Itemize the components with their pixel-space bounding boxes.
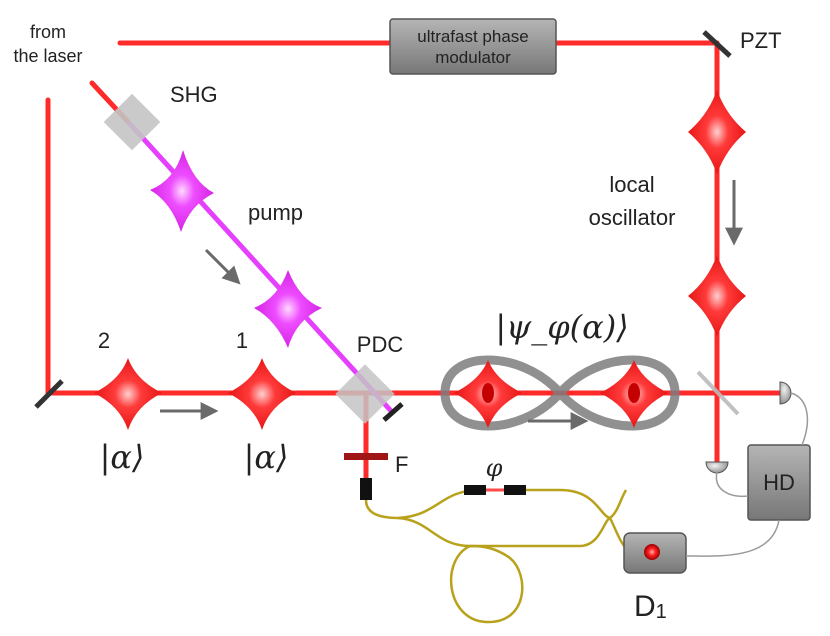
entangled-core-left	[482, 383, 494, 403]
hd-label: HD	[763, 470, 795, 495]
fiber-input	[364, 499, 399, 520]
local-oscillator-label-line1: local	[609, 172, 654, 197]
alpha-state-label-left: |α⟩	[100, 438, 145, 476]
detector-bottom	[705, 461, 729, 474]
lo-pulse-lower	[688, 255, 746, 337]
fiber-output-up	[609, 489, 628, 519]
d1-letter: D	[634, 590, 656, 623]
lo-pulse-upper	[688, 90, 746, 174]
pump-pulses	[150, 150, 322, 348]
phase-block-right	[504, 485, 526, 495]
cable-bottom-detector	[715, 471, 749, 498]
homodyne-detector: HD	[747, 444, 811, 521]
pzt-mirror	[702, 30, 732, 58]
filter	[344, 453, 388, 500]
laser-beams	[45, 40, 788, 488]
detectors	[705, 381, 792, 474]
phase-element	[464, 485, 526, 495]
pump-pulse-upper	[150, 150, 214, 232]
lo-pulses	[688, 90, 746, 337]
phase-phi-label: φ	[486, 454, 503, 482]
local-oscillator-label-line2: oscillator	[589, 205, 676, 230]
filter-plate	[344, 453, 388, 460]
phase-modulator-label-line1: ultrafast phase	[417, 27, 529, 46]
d1-subscript: 1	[656, 601, 667, 623]
input-pulses	[94, 358, 296, 430]
beam-splitter	[696, 370, 740, 416]
filter-label: F	[395, 452, 408, 477]
entangled-core-right	[628, 383, 640, 403]
direction-arrows	[160, 180, 743, 430]
cable-d1	[685, 519, 780, 557]
from-laser-label-line1: from	[30, 22, 66, 42]
pump-label: pump	[248, 200, 303, 225]
phase-block-left	[464, 485, 486, 495]
mirrors	[34, 30, 740, 422]
pdc-dump-mirror	[382, 402, 404, 422]
shg-crystal	[103, 93, 161, 151]
entangled-state	[440, 355, 680, 431]
d1-led	[644, 544, 660, 560]
bottom-left-mirror	[34, 379, 64, 409]
fiber-interferometer	[364, 488, 628, 624]
arrow-pump	[204, 248, 241, 285]
alpha-state-label-right: |α⟩	[244, 438, 289, 476]
pzt-label: PZT	[740, 28, 782, 53]
phase-modulator-box	[389, 18, 557, 75]
from-laser-label-line2: the laser	[13, 46, 82, 66]
pdc-label: PDC	[357, 332, 404, 357]
fiber-lower-arm	[397, 516, 611, 548]
phase-modulator: ultrafast phase modulator	[389, 18, 557, 75]
pulse-1-label: 1	[236, 328, 248, 353]
detector-d1	[623, 532, 687, 574]
shg-label: SHG	[170, 82, 218, 107]
detector-d1-label: D1	[634, 590, 667, 623]
pulse-2	[94, 358, 162, 430]
cable-right-detector	[790, 392, 809, 446]
fiber-loop	[449, 544, 524, 624]
pump-pulse-lower	[254, 270, 322, 348]
pulse-1	[228, 358, 296, 430]
pdc-crystal	[335, 364, 395, 424]
psi-state-label: |ψ_φ(α)⟩	[495, 308, 628, 346]
fiber-coupler	[360, 478, 372, 500]
figure-eight-loop	[440, 355, 680, 431]
detector-right	[779, 381, 792, 405]
pulse-2-label: 2	[98, 328, 110, 353]
phase-modulator-label-line2: modulator	[435, 48, 511, 67]
signal-cables	[685, 392, 809, 557]
